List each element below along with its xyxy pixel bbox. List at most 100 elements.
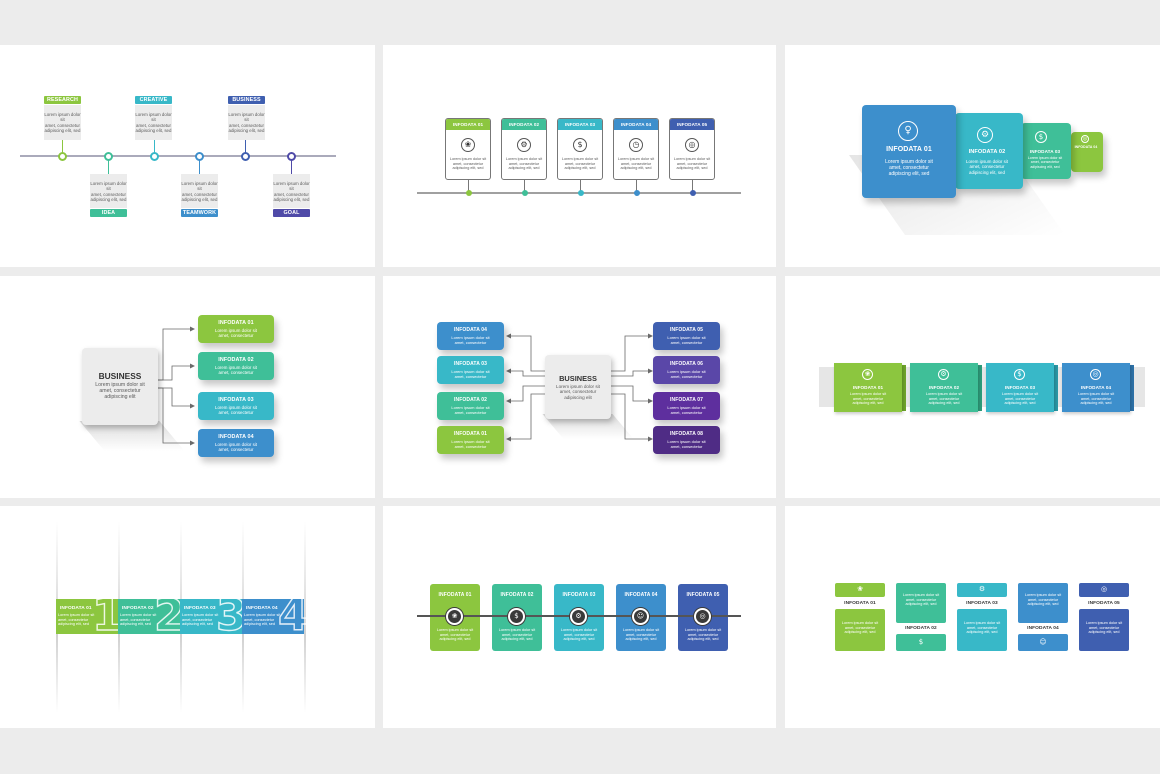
card-title: INFODATA 01 bbox=[218, 320, 254, 326]
number-strip[interactable] bbox=[56, 599, 118, 634]
body-text: Lorem ipsum dolor sit amet, consectetur bbox=[451, 369, 490, 379]
bulb-icon: ❀ bbox=[461, 138, 475, 152]
body-text: Lorem ipsum dolor sit amet, consectetur bbox=[215, 442, 257, 453]
timeline-node bbox=[577, 190, 584, 196]
center-title: BUSINESS bbox=[559, 374, 597, 383]
number-strip[interactable] bbox=[180, 599, 242, 634]
connector bbox=[154, 140, 155, 155]
card-title: INFODATA 02 bbox=[928, 385, 960, 390]
card-bottom[interactable] bbox=[835, 609, 885, 651]
center-card[interactable] bbox=[82, 348, 158, 425]
info-card[interactable] bbox=[198, 315, 274, 343]
card-top[interactable] bbox=[896, 583, 946, 623]
body-text: Lorem ipsum dolor sit amet, consectetur … bbox=[925, 392, 963, 406]
body-text: Lorem ipsum dolor sit amet, consectetur … bbox=[181, 181, 218, 203]
card-title: INFODATA 02 bbox=[968, 149, 1006, 155]
number-strip[interactable] bbox=[242, 599, 304, 634]
card-bottom[interactable] bbox=[896, 634, 946, 651]
card-title: INFODATA 01 bbox=[886, 146, 932, 153]
body-text: Lorem ipsum dolor sit amet, consectetur … bbox=[498, 628, 536, 642]
card-header bbox=[670, 119, 714, 130]
label-text: CREATIVE bbox=[139, 97, 168, 103]
timeline-node bbox=[632, 608, 649, 625]
card-top[interactable] bbox=[1018, 583, 1068, 623]
label-tag-business: BUSINESS bbox=[228, 96, 265, 104]
panel-outlined-cards-timeline[interactable]: INFODATA 01 ❀ Lorem ipsum dolor sit amet, … bbox=[383, 45, 776, 267]
card-title: INFODATA 05 bbox=[676, 122, 708, 127]
body-text: Lorem ipsum dolor sit amet, consectetur bbox=[451, 405, 490, 415]
timeline-node bbox=[150, 152, 159, 161]
card-title: INFODATA 01 bbox=[438, 592, 472, 598]
label-text: TEAMWORK bbox=[182, 210, 217, 216]
card-title: INFODATA 04 bbox=[1027, 626, 1059, 631]
info-card[interactable] bbox=[198, 392, 274, 420]
vertical-divider bbox=[304, 521, 306, 713]
bulb-icon: ❀ bbox=[857, 585, 863, 593]
info-card[interactable] bbox=[198, 352, 274, 380]
info-card[interactable] bbox=[198, 429, 274, 457]
body-text: Lorem ipsum dolor sit amet, consectetur … bbox=[622, 628, 660, 642]
panel-cards-line-circles[interactable]: INFODATA 01 Lorem ipsum dolor sit amet, c… bbox=[383, 506, 776, 728]
head-icon: ☺ bbox=[636, 612, 645, 620]
info-card[interactable] bbox=[437, 356, 504, 384]
body-text: Lorem ipsum dolor sit amet, consectetur … bbox=[135, 112, 172, 134]
info-card[interactable] bbox=[437, 426, 504, 454]
body-text: Lorem ipsum dolor sit amet, consectetur … bbox=[90, 181, 127, 203]
card-bottom[interactable] bbox=[1018, 634, 1068, 651]
text-card bbox=[273, 174, 310, 208]
card-bottom[interactable] bbox=[957, 609, 1007, 651]
center-text: Lorem ipsum dolor sit amet, consectetur … bbox=[95, 382, 145, 400]
card-top[interactable] bbox=[835, 583, 885, 597]
target-icon: ◎ bbox=[685, 138, 699, 152]
info-card[interactable] bbox=[653, 392, 720, 420]
text-card bbox=[44, 105, 81, 140]
card-top[interactable] bbox=[957, 583, 1007, 597]
body-text: Lorem ipsum dolor sit amet, consectetur … bbox=[1024, 593, 1062, 607]
info-card[interactable] bbox=[653, 426, 720, 454]
text-card bbox=[90, 174, 127, 208]
card-title: INFODATA 04 bbox=[246, 606, 278, 611]
info-card[interactable] bbox=[437, 322, 504, 350]
square-card-1[interactable] bbox=[862, 105, 956, 198]
body-text: Lorem ipsum dolor sit amet, consectetur bbox=[215, 365, 257, 376]
label-tag-research: RESEARCH bbox=[44, 96, 81, 104]
panel-cascading-squares[interactable]: ♀ INFODATA 01 Lorem ipsum dolor sit amet… bbox=[785, 45, 1160, 267]
body-text: Lorem ipsum dolor sit amet, consectetur bbox=[451, 335, 490, 345]
body-text: Lorem ipsum dolor sit amet, consectetur … bbox=[673, 157, 711, 171]
info-card[interactable] bbox=[437, 392, 504, 420]
panel-business-tree[interactable]: BUSINESS Lorem ipsum dolor sit amet, con… bbox=[0, 276, 375, 498]
card-title: INFODATA 01 bbox=[60, 606, 92, 611]
card-title: INFODATA 08 bbox=[670, 431, 703, 437]
square-card-3[interactable] bbox=[1021, 123, 1071, 179]
panel-timeline-alternating[interactable]: RESEARCH CREATIVE BUSINESS Lorem ipsum d… bbox=[0, 45, 375, 267]
label-tag-teamwork: TEAMWORK bbox=[181, 209, 218, 217]
card-title: INFODATA 01 bbox=[852, 385, 884, 390]
connector bbox=[636, 180, 637, 192]
number-strip[interactable] bbox=[118, 599, 180, 634]
card-title: INFODATA 04 bbox=[1074, 145, 1098, 149]
square-card-2[interactable] bbox=[955, 113, 1023, 189]
body-text: Lorem ipsum dolor sit amet, consectetur bbox=[667, 369, 706, 379]
card-title: INFODATA 06 bbox=[670, 361, 703, 367]
card-header bbox=[614, 119, 658, 130]
step-number: 4 bbox=[277, 590, 309, 641]
card-title: INFODATA 01 bbox=[452, 122, 484, 127]
panel-split-cards[interactable]: ❀ INFODATA 01 Lorem ipsum dolor sit amet, … bbox=[785, 506, 1160, 728]
card-title: INFODATA 03 bbox=[562, 592, 596, 598]
card-title: INFODATA 01 bbox=[844, 601, 876, 606]
card-title: INFODATA 02 bbox=[218, 357, 254, 363]
label-tag-idea: IDEA bbox=[90, 209, 127, 217]
card-bottom[interactable] bbox=[1079, 609, 1129, 651]
connector bbox=[108, 157, 109, 174]
center-card[interactable] bbox=[545, 355, 611, 419]
card-top[interactable] bbox=[1079, 583, 1129, 597]
info-card[interactable] bbox=[653, 356, 720, 384]
body-text: Lorem ipsum dolor sit amet, consectetur bbox=[451, 439, 490, 449]
body-text: Lorem ipsum dolor sit amet, consectetur … bbox=[44, 112, 81, 134]
timeline-node bbox=[195, 152, 204, 161]
info-card[interactable] bbox=[653, 322, 720, 350]
panel-business-tree-both-sides[interactable]: BUSINESS Lorem ipsum dolor sit amet, con… bbox=[383, 276, 776, 498]
